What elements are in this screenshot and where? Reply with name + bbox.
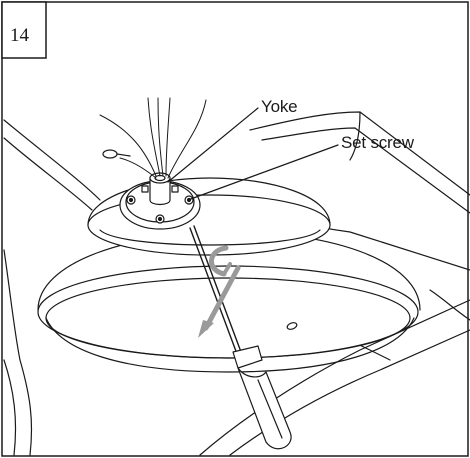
yoke-label: Yoke [261, 97, 297, 116]
step-number: 14 [10, 25, 30, 46]
step-number-box: 14 [1, 1, 47, 59]
fan-blade-left [3, 119, 101, 456]
direction-arrow-icon [198, 265, 241, 338]
yoke-leader-line [167, 107, 259, 183]
rotation-arrow-icon [209, 245, 232, 277]
set-screw-label: Set screw [341, 133, 415, 152]
set-screw-leader-line [187, 144, 339, 201]
screwdriver [189, 225, 298, 450]
wires [99, 97, 207, 179]
motor-housing [37, 231, 421, 373]
wire-connector [102, 149, 131, 159]
